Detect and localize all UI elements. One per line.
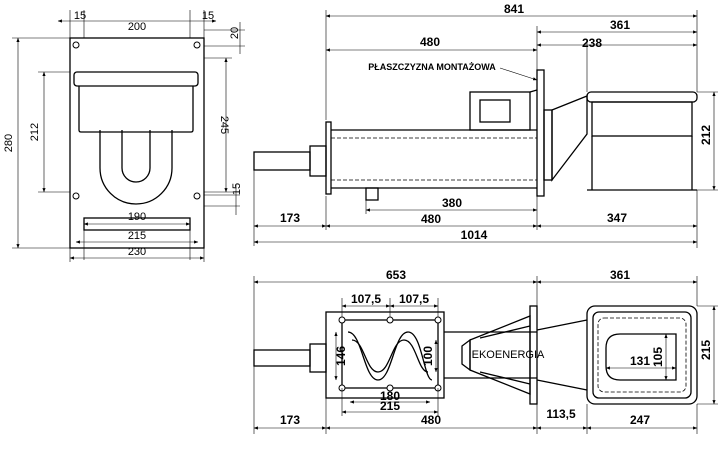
side-hopper-lid [586, 91, 698, 103]
top-hopper-opening [605, 333, 677, 381]
top-body [325, 311, 445, 399]
dim-label: 238 [582, 36, 602, 50]
dim-label: 247 [630, 413, 650, 427]
dim-label: 131 [630, 354, 650, 368]
dim-label: 1014 [461, 228, 488, 242]
front-channel-outer [99, 130, 173, 205]
dim-label: 653 [386, 268, 406, 282]
front-plate [69, 37, 205, 249]
dim-label: 841 [504, 2, 524, 16]
dim-label: 230 [128, 246, 146, 258]
front-flange [73, 71, 199, 87]
side-shaft [253, 151, 311, 171]
side-view: 841 361 480 238 PŁASZCZYZNA MONTAŻOWA 21… [253, 2, 718, 248]
mount-hole [338, 316, 346, 324]
brand-stamp: EKOENERGIA [472, 349, 545, 361]
dim-label: 15 [74, 10, 86, 22]
dim-label: 15 [231, 183, 243, 195]
mount-hole [386, 316, 394, 324]
dim-label: 480 [421, 212, 441, 226]
side-hopper [591, 101, 693, 137]
dim-label: 20 [229, 27, 241, 39]
top-shaft [253, 349, 311, 367]
dim-label: 212 [29, 123, 41, 141]
top-view: EKOENERGIA 653 361 107,5 107,5 [253, 268, 718, 434]
top-shaft-collar [309, 343, 327, 373]
side-wedge [551, 95, 588, 182]
mount-hole [386, 384, 394, 392]
dim-label: 245 [218, 116, 230, 134]
dim-label: 200 [128, 21, 146, 33]
dim-label: 105 [651, 347, 665, 367]
top-connector [536, 319, 588, 391]
dim-label: 15 [202, 10, 214, 22]
dim-label: 347 [607, 211, 627, 225]
mount-hole [72, 41, 80, 49]
side-shaft-collar [309, 145, 327, 177]
mount-hole [193, 41, 201, 49]
mount-hole [193, 192, 201, 200]
dim-label: 280 [3, 134, 15, 152]
dim-label: 173 [280, 211, 300, 225]
front-hopper [78, 86, 194, 133]
dim-label: 113,5 [546, 407, 576, 421]
front-view: 15 200 15 20 280 212 245 15 190 215 230 [3, 10, 245, 262]
dim-label: 173 [280, 413, 300, 427]
dim-label: 107,5 [399, 292, 429, 306]
top-hopper [586, 305, 698, 405]
dim-label: 190 [128, 211, 146, 223]
side-mounting-plate [536, 69, 545, 197]
top-mounting-plate [529, 305, 538, 405]
side-nozzle [365, 187, 379, 201]
dim-label: 212 [699, 125, 713, 145]
mounting-plate-label: PŁASZCZYZNA MONTAŻOWA [368, 62, 496, 72]
dim-label: 480 [420, 35, 440, 49]
side-motor-window [479, 99, 511, 123]
dim-label: 215 [380, 399, 400, 413]
dim-label: 215 [699, 340, 713, 360]
dim-label: 100 [421, 346, 435, 366]
dim-label: 380 [442, 196, 462, 210]
dim-label: 107,5 [351, 292, 381, 306]
side-rear-block [543, 109, 553, 181]
side-tube [331, 129, 537, 189]
side-front-flange [325, 121, 332, 195]
side-motor [469, 91, 531, 131]
dim-label: 361 [610, 268, 630, 282]
mount-hole [72, 192, 80, 200]
mount-hole [434, 316, 442, 324]
dim-label: 180 [380, 389, 400, 403]
dim-label: 146 [334, 346, 348, 366]
dim-label: 361 [610, 18, 630, 32]
dim-label: 480 [421, 413, 441, 427]
top-auger [347, 331, 433, 381]
top-auger-inner [351, 339, 429, 373]
front-channel-inner [121, 130, 151, 183]
dim-label: 215 [128, 230, 146, 242]
